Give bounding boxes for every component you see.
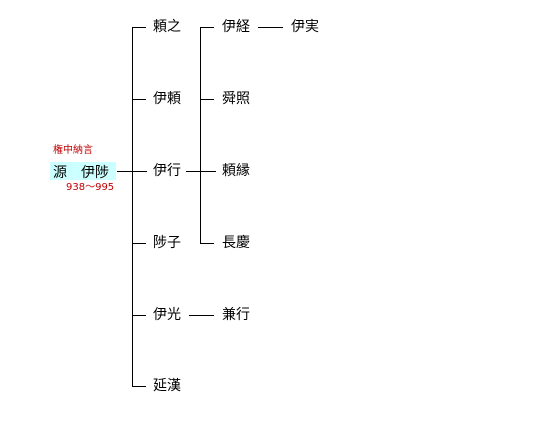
tick-gen2-5 [132, 315, 146, 316]
root-dates: 938～995 [66, 182, 115, 193]
person-gen2-6: 延漢 [153, 378, 181, 394]
person-gen3-4: 長慶 [222, 235, 250, 251]
root-name-highlight: 源 伊陟 [50, 162, 116, 181]
person-gen3-2: 舜照 [222, 91, 250, 107]
tick-gen3-4 [200, 243, 214, 244]
person-gen2-1: 頼之 [153, 19, 181, 35]
person-gen2-2: 伊頼 [153, 91, 181, 107]
connector-gen3-1 [258, 27, 283, 28]
person-gen3-1: 伊経 [222, 19, 250, 35]
root-title: 権中納言 [53, 145, 93, 156]
person-gen2-5: 伊光 [153, 307, 181, 323]
connector-gen2-5 [189, 315, 214, 316]
person-gen2-3: 伊行 [153, 163, 181, 179]
tick-gen2-6 [132, 386, 146, 387]
tick-gen2-4 [132, 243, 146, 244]
tick-gen2-1 [132, 27, 146, 28]
tick-gen3-1 [200, 27, 214, 28]
root-name: 源 伊陟 [53, 165, 109, 181]
connector-gen2-3 [186, 171, 216, 172]
bracket-gen3 [200, 27, 201, 244]
tick-gen2-2 [132, 99, 146, 100]
person-gen3-3: 頼縁 [222, 163, 250, 179]
person-gen4-1: 伊実 [291, 19, 319, 35]
person-gen3-5: 兼行 [222, 307, 250, 323]
person-gen2-4: 陟子 [153, 235, 181, 251]
tick-gen3-2 [200, 99, 214, 100]
bracket-gen2 [132, 27, 133, 386]
